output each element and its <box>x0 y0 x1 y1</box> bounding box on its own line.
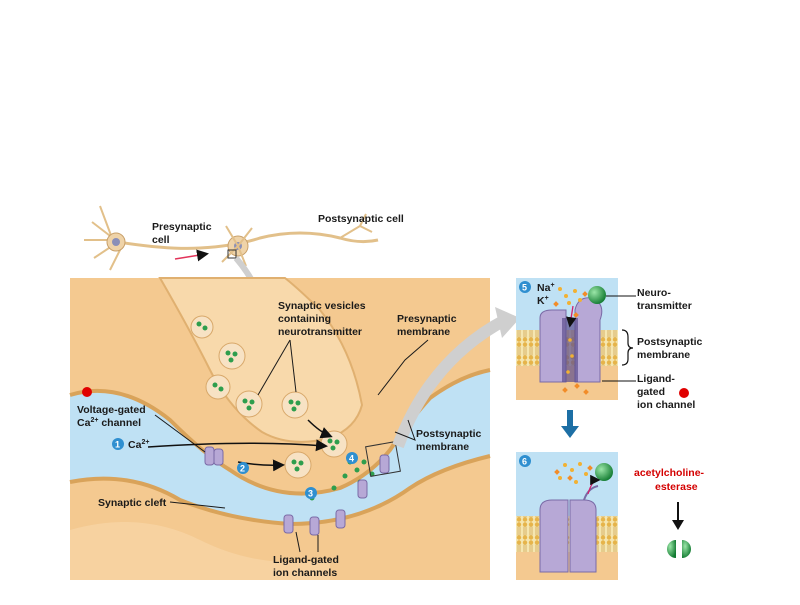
panel-arrow-head <box>561 426 579 438</box>
acetylcholinesterase-label-1: acetylcholine- <box>634 467 705 479</box>
step-2-number: 2 <box>240 464 245 474</box>
post-membrane-box-label-2: membrane <box>637 349 690 361</box>
vesicles-label-2: containing <box>278 313 331 325</box>
neuron-schematic <box>84 205 379 296</box>
postsynaptic-cell-label: Postsynaptic cell <box>318 213 404 225</box>
step-5-number: 5 <box>522 283 527 293</box>
post-membrane-box-label-1: Postsynaptic <box>637 336 703 348</box>
ligand-gated-ion-channels <box>283 454 390 536</box>
ligand-gated-box-label-1: Ligand- <box>637 373 675 385</box>
zoom-arrow <box>392 314 508 449</box>
vesicle <box>205 374 231 400</box>
ligand-channels-label-2: ion channels <box>273 567 337 579</box>
presynaptic-membrane-label-2: membrane <box>397 326 450 338</box>
presynaptic-cell-label-1: Presynaptic <box>152 221 212 233</box>
ligand-gated-box-label-3: ion channel <box>637 399 695 411</box>
step-3-badge <box>305 487 317 499</box>
vesicle <box>281 391 309 419</box>
postsynaptic-membrane-label-2: membrane <box>416 441 469 453</box>
postsynaptic-membrane-label-1: Postsynaptic <box>416 428 482 440</box>
neurotransmitter-ball-2 <box>595 463 613 481</box>
voltage-gated-label-2: Ca2+ channel <box>77 417 141 429</box>
ligand-channels-label-1: Ligand-gated <box>273 554 339 566</box>
acetylcholinesterase-label-2: esterase <box>655 481 698 493</box>
vesicle <box>320 430 348 458</box>
step-1-number: 1 <box>115 440 120 450</box>
zoom-panel-step-5: 5 Na+ K+ <box>516 278 618 400</box>
step-5-badge <box>519 281 531 293</box>
k-ion-label: K+ <box>537 295 549 307</box>
vesicle <box>218 342 246 370</box>
voltage-gated-ca-channel <box>204 446 224 466</box>
label-pointer-lines <box>154 339 429 553</box>
step-3-number: 3 <box>308 489 313 499</box>
membrane-brace <box>621 329 634 366</box>
vesicle <box>190 315 214 339</box>
neurotransmitter-ball <box>588 286 606 304</box>
vesicle <box>284 451 312 479</box>
vesicle <box>235 390 263 418</box>
neurotransmitter-label-2: transmitter <box>637 300 692 312</box>
na-ion-label: Na+ <box>537 282 555 294</box>
synaptic-cleft-label: Synaptic cleft <box>98 497 167 509</box>
neurotransmitter-label-1: Neuro- <box>637 287 671 299</box>
step-6-badge <box>519 455 531 467</box>
step-4-badge <box>346 452 358 464</box>
step-2-badge <box>237 462 249 474</box>
zoom-panel-step-6: 6 <box>516 452 618 580</box>
ligand-gated-box-label-2: gated <box>637 386 665 398</box>
presynaptic-cell-label-2: cell <box>152 234 170 246</box>
ca-ion-label: Ca2+ <box>128 439 149 451</box>
presynaptic-membrane-label-1: Presynaptic <box>397 313 457 325</box>
zoom-box <box>365 441 401 477</box>
vesicles-label-3: neurotransmitter <box>278 326 362 338</box>
step-4-number: 4 <box>349 454 354 464</box>
red-dot-marker-2 <box>679 388 689 398</box>
split-neurotransmitter-icon <box>667 540 691 558</box>
red-dot-marker <box>82 387 92 397</box>
vesicles-label-1: Synaptic vesicles <box>278 300 366 312</box>
step-1-badge <box>112 438 124 450</box>
step-6-number: 6 <box>522 457 527 467</box>
voltage-gated-label-1: Voltage-gated <box>77 404 146 416</box>
main-synapse-panel <box>69 277 491 580</box>
panel-arrow-shaft <box>567 410 573 428</box>
